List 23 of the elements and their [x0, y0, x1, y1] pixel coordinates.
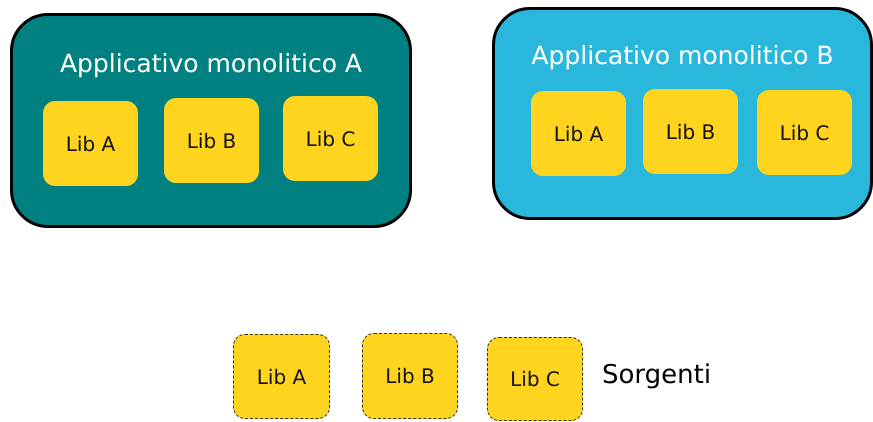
library-label: Lib B [666, 120, 716, 144]
library-label: Lib C [510, 367, 560, 391]
container-title: Applicativo monolitico A [60, 49, 362, 78]
library-box [362, 333, 458, 419]
library-box [283, 96, 378, 181]
library-label: Lib A [66, 132, 116, 156]
library-box [43, 101, 138, 186]
library-box [164, 98, 259, 183]
library-label: Lib A [256, 364, 306, 388]
container-title: Applicativo monolitico B [531, 41, 834, 70]
library-box [531, 91, 626, 176]
library-label: Lib B [186, 128, 236, 152]
application-container [10, 13, 412, 228]
group-label: Sorgenti [602, 360, 712, 390]
library-label: Lib B [385, 364, 435, 388]
library-label: Lib C [306, 126, 356, 150]
library-label: Lib C [780, 120, 830, 144]
library-box [487, 337, 583, 421]
library-box [233, 334, 330, 419]
application-container [492, 7, 873, 220]
library-label: Lib A [554, 122, 604, 146]
library-box [643, 89, 738, 174]
library-box [757, 90, 852, 175]
